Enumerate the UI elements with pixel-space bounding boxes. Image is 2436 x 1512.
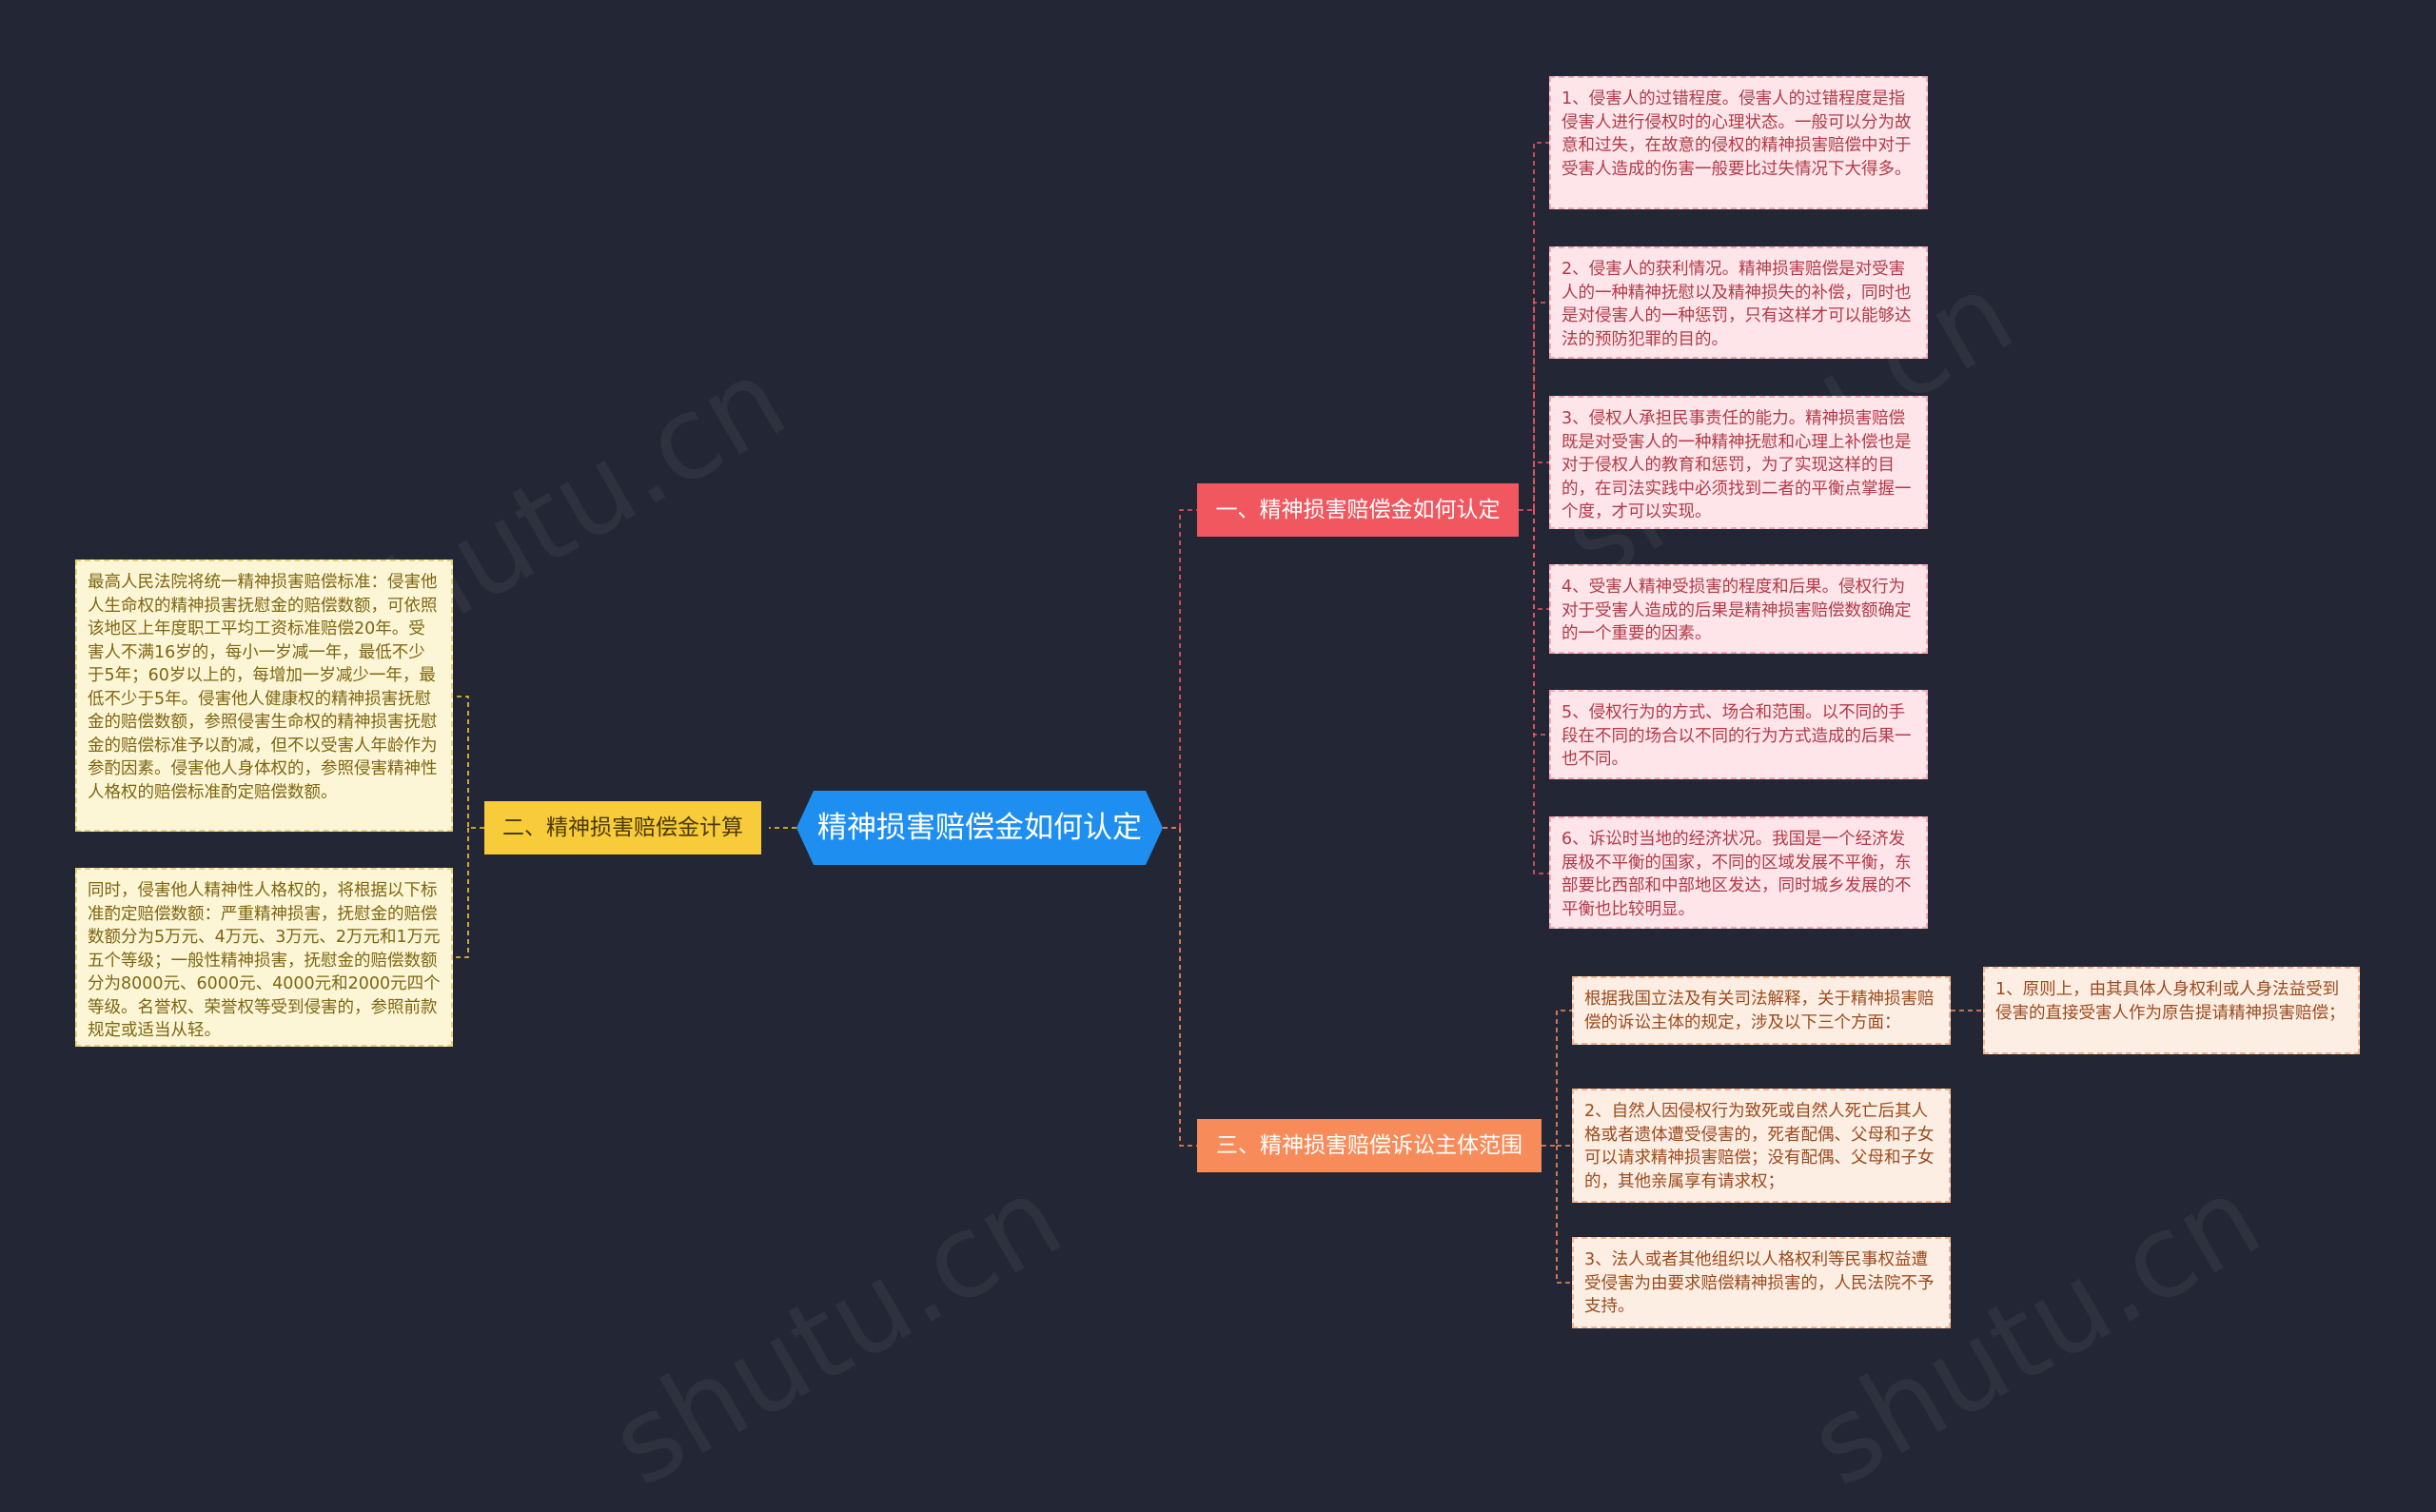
branch-node-litigation-subjects[interactable]: 三、精神损害赔偿诉讼主体范围 [1197,1119,1542,1172]
connector-lines [453,142,1983,1284]
leaf-unified-standard[interactable]: 最高人民法院将统一精神损害赔偿标准：侵害他人生命权的精神损害抚慰金的赔偿数额，可… [75,560,453,832]
leaf-liability-capacity[interactable]: 3、侵权人承担民事责任的能力。精神损害赔偿既是对受害人的一种精神抚慰和心理上补偿… [1549,396,1928,529]
leaf-damage-degree[interactable]: 4、受害人精神受损害的程度和后果。侵权行为对于受害人造成的后果是精神损害赔偿数额… [1549,564,1928,654]
branch-label: 三、精神损害赔偿诉讼主体范围 [1216,1133,1522,1158]
leaf-natural-person-death[interactable]: 2、自然人因侵权行为致死或自然人死亡后其人格或者遗体遭受侵害的，死者配偶、父母和… [1572,1089,1951,1203]
leaf-text: 4、受害人精神受损害的程度和后果。侵权行为对于受害人造成的后果是精神损害赔偿数额… [1562,578,1912,643]
leaf-text: 同时，侵害他人精神性人格权的，将根据以下标准酌定赔偿数额：严重精神损害，抚慰金的… [88,881,441,1040]
branch-node-how-determined[interactable]: 一、精神损害赔偿金如何认定 [1197,483,1519,537]
leaf-manner-scope[interactable]: 5、侵权行为的方式、场合和范围。以不同的手段在不同的场合以不同的行为方式造成的后… [1549,690,1928,779]
branch-node-calculation[interactable]: 二、精神损害赔偿金计算 [484,801,761,854]
leaf-text: 2、侵害人的获利情况。精神损害赔偿是对受害人的一种精神抚慰以及精神损失的补偿，同… [1562,260,1912,349]
root-node[interactable]: 精神损害赔偿金如何认定 [796,791,1163,865]
leaf-economic-status[interactable]: 6、诉讼时当地的经济状况。我国是一个经济发展极不平衡的国家，不同的区域发展不平衡… [1549,816,1928,929]
leaf-legal-basis[interactable]: 根据我国立法及有关司法解释，关于精神损害赔偿的诉讼主体的规定，涉及以下三个方面： [1572,976,1951,1045]
root-label: 精神损害赔偿金如何认定 [817,811,1142,845]
leaf-text: 2、自然人因侵权行为致死或自然人死亡后其人格或者遗体遭受侵害的，死者配偶、父母和… [1584,1102,1935,1191]
leaf-text: 最高人民法院将统一精神损害赔偿标准：侵害他人生命权的精神损害抚慰金的赔偿数额，可… [88,573,438,802]
leaf-personality-right-standard[interactable]: 同时，侵害他人精神性人格权的，将根据以下标准酌定赔偿数额：严重精神损害，抚慰金的… [75,868,453,1047]
leaf-text: 6、诉讼时当地的经济状况。我国是一个经济发展极不平衡的国家，不同的区域发展不平衡… [1562,830,1912,919]
branch-label: 二、精神损害赔偿金计算 [502,815,743,840]
leaf-text: 5、侵权行为的方式、场合和范围。以不同的手段在不同的场合以不同的行为方式造成的后… [1562,703,1912,769]
leaf-profit[interactable]: 2、侵害人的获利情况。精神损害赔偿是对受害人的一种精神抚慰以及精神损失的补偿，同… [1549,246,1928,359]
leaf-fault-degree[interactable]: 1、侵害人的过错程度。侵害人的过错程度是指侵害人进行侵权时的心理状态。一般可以分… [1549,76,1928,209]
leaf-direct-victim-principle[interactable]: 1、原则上，由其具体人身权利或人身法益受到侵害的直接受害人作为原告提请精神损害赔… [1983,967,2360,1054]
leaf-text: 3、侵权人承担民事责任的能力。精神损害赔偿既是对受害人的一种精神抚慰和心理上补偿… [1562,409,1912,521]
branch-label: 一、精神损害赔偿金如何认定 [1215,498,1501,522]
leaf-text: 1、原则上，由其具体人身权利或人身法益受到侵害的直接受害人作为原告提请精神损害赔… [1995,980,2346,1023]
leaf-text: 3、法人或者其他组织以人格权利等民事权益遭受侵害为由要求赔偿精神损害的，人民法院… [1584,1250,1935,1316]
leaf-legal-person[interactable]: 3、法人或者其他组织以人格权利等民事权益遭受侵害为由要求赔偿精神损害的，人民法院… [1572,1237,1951,1328]
leaf-text: 根据我国立法及有关司法解释，关于精神损害赔偿的诉讼主体的规定，涉及以下三个方面： [1584,990,1935,1032]
leaf-text: 1、侵害人的过错程度。侵害人的过错程度是指侵害人进行侵权时的心理状态。一般可以分… [1562,89,1912,179]
